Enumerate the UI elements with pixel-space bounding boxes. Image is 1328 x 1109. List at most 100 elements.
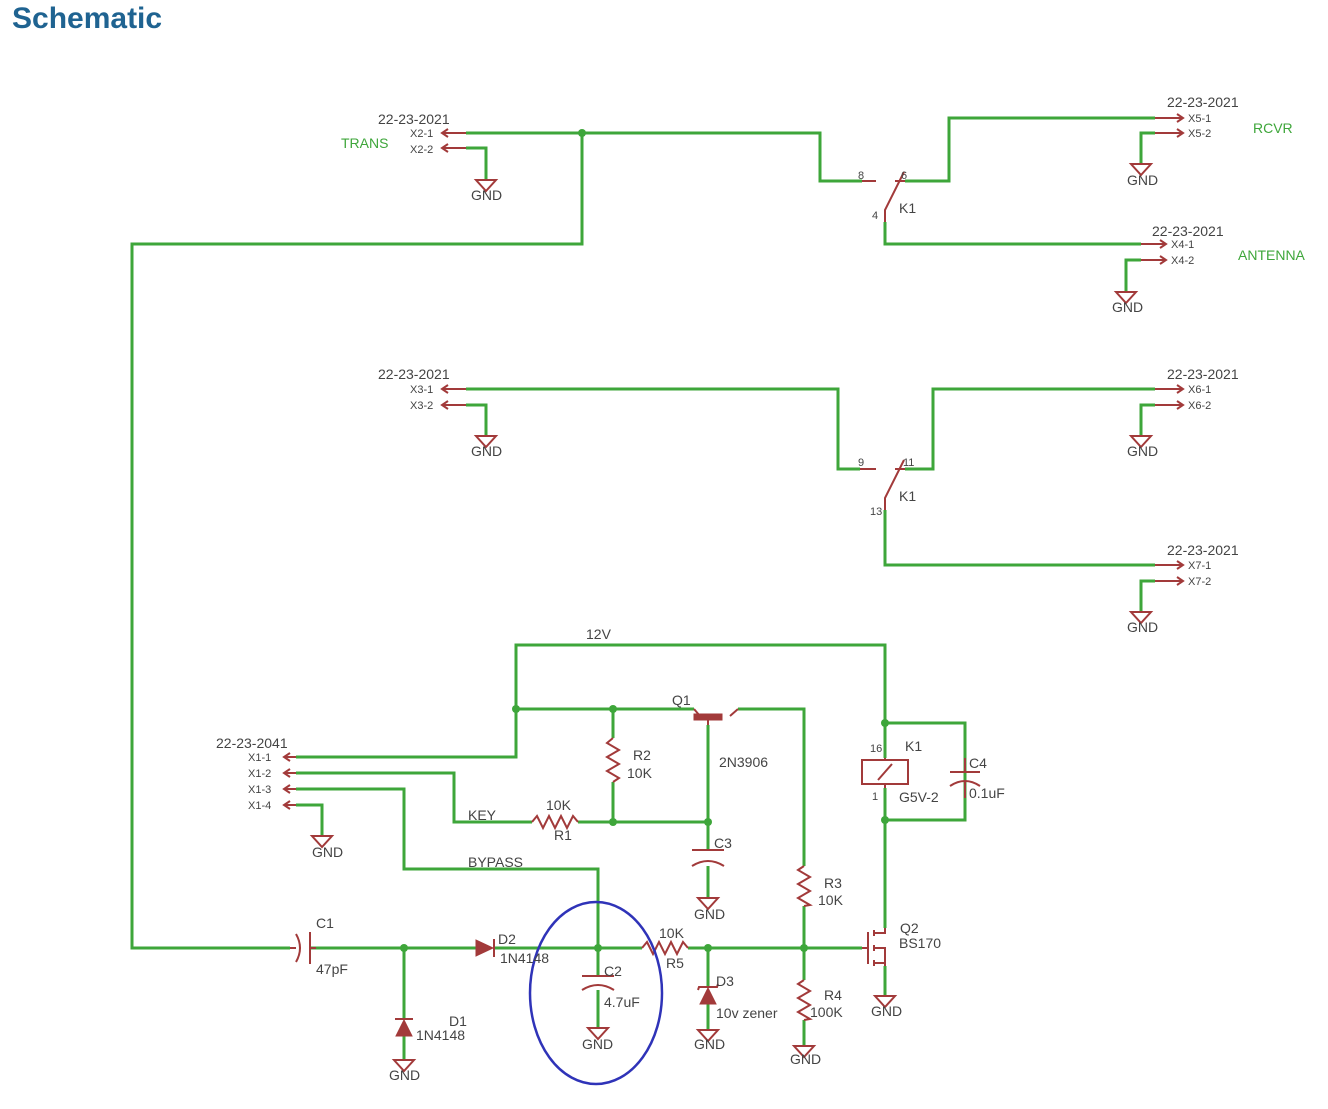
x5-date: 22-23-2021 [1167, 94, 1239, 110]
x2-pin1-label: X2-1 [410, 128, 433, 140]
connector-pins [282, 113, 1185, 810]
d1-name: D1 [449, 1013, 467, 1029]
relay-a-pin-common: 4 [872, 210, 878, 222]
pin-arrow [1155, 576, 1185, 586]
wire-key [296, 771, 532, 824]
d3-zener-symbol [699, 986, 717, 1005]
wire-x3 [466, 387, 860, 471]
ground-icon [695, 897, 721, 911]
x7-date: 22-23-2021 [1167, 542, 1239, 558]
junction-dot [594, 944, 602, 952]
ground-label: GND [312, 844, 343, 860]
c1-capacitor-symbol [290, 932, 316, 964]
x2-date: 22-23-2021 [378, 111, 450, 127]
ground-label: GND [1127, 172, 1158, 188]
r5-resistor-symbol [641, 939, 689, 957]
r2-value: 10K [627, 765, 653, 781]
ground-label: GND [389, 1067, 420, 1083]
pin-arrow [282, 768, 296, 778]
junction-dot [881, 816, 889, 824]
relay-contact-a-symbol [862, 171, 905, 222]
wires [130, 116, 1155, 1060]
relay-b-name: K1 [899, 488, 916, 504]
ground-label: GND [1127, 443, 1158, 459]
d1-value: 1N4148 [416, 1027, 465, 1043]
wire-x4-gnd [1124, 258, 1141, 292]
ground-label: GND [471, 443, 502, 459]
ground-icon [309, 835, 335, 849]
pin-arrow [282, 800, 296, 810]
d3-value: 10v zener [716, 1005, 778, 1021]
relay-coil-slash [877, 758, 893, 788]
net-label-antenna: ANTENNA [1238, 247, 1306, 263]
d3-zener-bar [697, 983, 719, 991]
junction-dot [800, 944, 808, 952]
r2-name: R2 [633, 747, 651, 763]
relay-a-pin-nc: 8 [858, 170, 864, 182]
ground-label: GND [1112, 299, 1143, 315]
r1-name: R1 [554, 827, 572, 843]
wire-x6 [905, 387, 1155, 471]
c2-value: 4.7uF [604, 994, 640, 1010]
labels: 22-23-2021 X2-1 X2-2 TRANS GND 22-23-202… [216, 94, 1306, 1083]
x6-date: 22-23-2021 [1167, 366, 1239, 382]
q1-name: Q1 [672, 692, 691, 708]
pin-arrow [1141, 255, 1168, 265]
c1-value: 47pF [316, 961, 348, 977]
ground-icon [1128, 435, 1154, 449]
x5-pin2-label: X5-2 [1188, 128, 1211, 140]
x4-pin1-label: X4-1 [1171, 239, 1194, 251]
junction-dot [881, 719, 889, 727]
q2-name: Q2 [900, 920, 919, 936]
relay-coil-value: G5V-2 [899, 789, 939, 805]
r1-value: 10K [546, 797, 572, 813]
x3-pin1-label: X3-1 [410, 384, 433, 396]
r3-name: R3 [824, 875, 842, 891]
ground-icon [1128, 163, 1154, 177]
x5-pin1-label: X5-1 [1188, 113, 1211, 125]
wire-rcvr [905, 116, 1155, 183]
ground-icon [585, 1027, 611, 1041]
d3-name: D3 [716, 973, 734, 989]
r5-value: 10K [659, 925, 685, 941]
junction-dot [704, 944, 712, 952]
d2-value: 1N4148 [500, 950, 549, 966]
relay-a-pin-no: 6 [901, 170, 907, 182]
wire-x5-gnd [1139, 131, 1155, 164]
ground-label: GND [1127, 619, 1158, 635]
highlight-ellipse [528, 900, 664, 1086]
junction-dot [704, 818, 712, 826]
x7-pin1-label: X7-1 [1188, 560, 1211, 572]
c3-name: C3 [714, 835, 732, 851]
x4-date: 22-23-2021 [1152, 223, 1224, 239]
q2-value: BS170 [899, 935, 941, 951]
junction-dot [512, 705, 520, 713]
pin-arrow [1155, 128, 1185, 138]
pin-arrow [1141, 239, 1168, 249]
relay-b-pin-no: 11 [903, 457, 914, 469]
c2-capacitor-symbol [581, 975, 615, 991]
ground-label: GND [582, 1036, 613, 1052]
c1-name: C1 [316, 915, 334, 931]
d2-name: D2 [498, 931, 516, 947]
d1-diode-symbol [395, 1018, 413, 1037]
r3-value: 10K [818, 892, 844, 908]
relay-a-name: K1 [899, 200, 916, 216]
junction-dot [578, 129, 586, 137]
ground-label: GND [790, 1051, 821, 1067]
x1-date: 22-23-2041 [216, 735, 288, 751]
ground-icon [1128, 611, 1154, 625]
relay-b-pin-nc: 9 [858, 457, 864, 469]
wire-x1-gnd [296, 803, 324, 836]
relay-coil-pin-top: 16 [870, 743, 882, 755]
x6-pin2-label: X6-2 [1188, 400, 1211, 412]
x1-pin1-label: X1-1 [248, 752, 271, 764]
x4-pin2-label: X4-2 [1171, 255, 1194, 267]
junction-dot [609, 705, 617, 713]
net-label-bypass: BYPASS [468, 854, 523, 870]
wire-x2-gnd [466, 146, 488, 180]
junction-dot [400, 944, 408, 952]
wire-x6-gnd [1139, 403, 1155, 436]
ground-icon [695, 1029, 721, 1043]
junctions [400, 129, 889, 952]
